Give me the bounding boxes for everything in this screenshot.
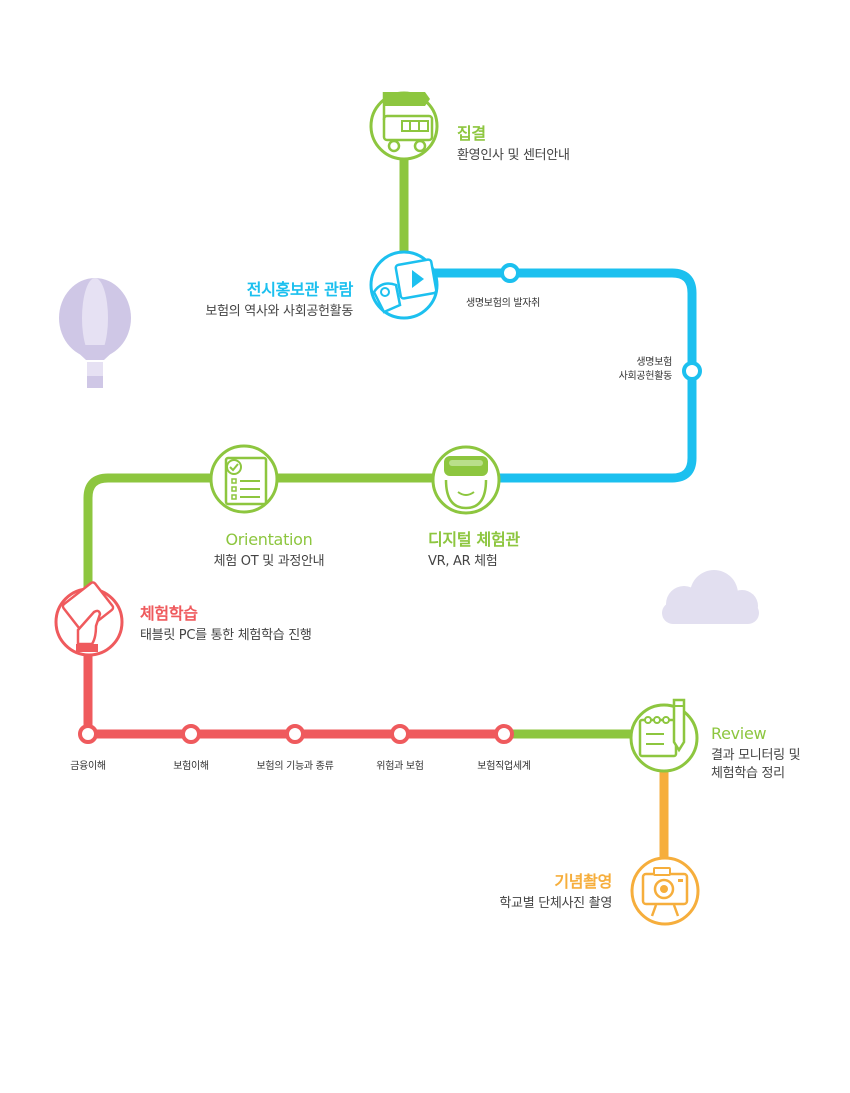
red-stop-1: [78, 724, 98, 744]
red-stop-1-label: 금융이해: [70, 761, 106, 772]
station-title: Review: [711, 724, 767, 743]
station-title: Orientation: [225, 530, 313, 549]
station-photo-label: 기념촬영 학교별 단체사진 촬영: [499, 872, 612, 913]
station-digital-label: 디지털 체험관 VR, AR 체험: [428, 530, 520, 571]
notebook-pencil-icon: [629, 698, 699, 773]
station-exhibit-label: 전시홍보관 관람 보험의 역사와 사회공헌활동: [205, 280, 353, 321]
station-orientation-label: Orientation 체험 OT 및 과정안내: [194, 530, 344, 571]
cloud-icon: [662, 570, 759, 624]
green-line-mid: [83, 473, 468, 622]
bus-flag-icon: [369, 91, 439, 161]
station-title: 전시홍보관 관람: [246, 280, 354, 299]
red-stop-3: [285, 724, 305, 744]
station-title: 체험학습: [140, 604, 198, 623]
red-stop-3-label: 보험의 기능과 종류: [256, 761, 334, 772]
red-stop-5: [494, 724, 514, 744]
blue-stop-1: [500, 263, 520, 283]
red-stop-5-label: 보험직업세계: [477, 761, 531, 772]
red-stop-4-label: 위험과 보험: [376, 761, 424, 772]
station-subtitle: 환영인사 및 센터안내: [457, 148, 570, 163]
hot-air-balloon-icon: [59, 278, 131, 388]
blue-stop-2-label-line2: 사회공헌활동: [618, 371, 673, 382]
station-learning-label: 체험학습 태블릿 PC를 통한 체험학습 진행: [140, 604, 312, 645]
station-gather-label: 집결 환영인사 및 센터안내: [457, 124, 570, 165]
station-title: 기념촬영: [554, 872, 612, 891]
blue-stop-2: [682, 361, 702, 381]
station-subtitle: 보험의 역사와 사회공헌활동: [205, 304, 353, 319]
red-stop-2-label: 보험이해: [173, 761, 209, 772]
station-review-label: Review 결과 모니터링 및 체험학습 정리: [711, 724, 801, 783]
station-subtitle: 태블릿 PC를 통한 체험학습 진행: [140, 628, 312, 643]
camera-icon: [630, 856, 700, 926]
blue-stop-1-label: 생명보험의 발자취: [466, 298, 541, 309]
video-play-icon: [369, 250, 439, 320]
blue-stop-2-label: 생명보험 사회공헌활동: [618, 356, 673, 384]
station-subtitle: VR, AR 체험: [428, 554, 498, 569]
tablet-hand-icon: [54, 581, 124, 657]
blue-stop-2-label-line1: 생명보험: [636, 357, 672, 368]
checklist-icon: [209, 444, 279, 514]
station-subtitle: 체험 OT 및 과정안내: [213, 554, 325, 569]
station-title: 디지털 체험관: [428, 530, 520, 549]
vr-headset-icon: [431, 445, 501, 515]
station-subtitle-line1: 결과 모니터링 및: [711, 748, 801, 763]
station-subtitle: 학교별 단체사진 촬영: [499, 896, 612, 911]
station-subtitle-line2: 체험학습 정리: [711, 766, 785, 781]
red-stop-4: [390, 724, 410, 744]
station-title: 집결: [457, 124, 486, 143]
red-stop-2: [181, 724, 201, 744]
